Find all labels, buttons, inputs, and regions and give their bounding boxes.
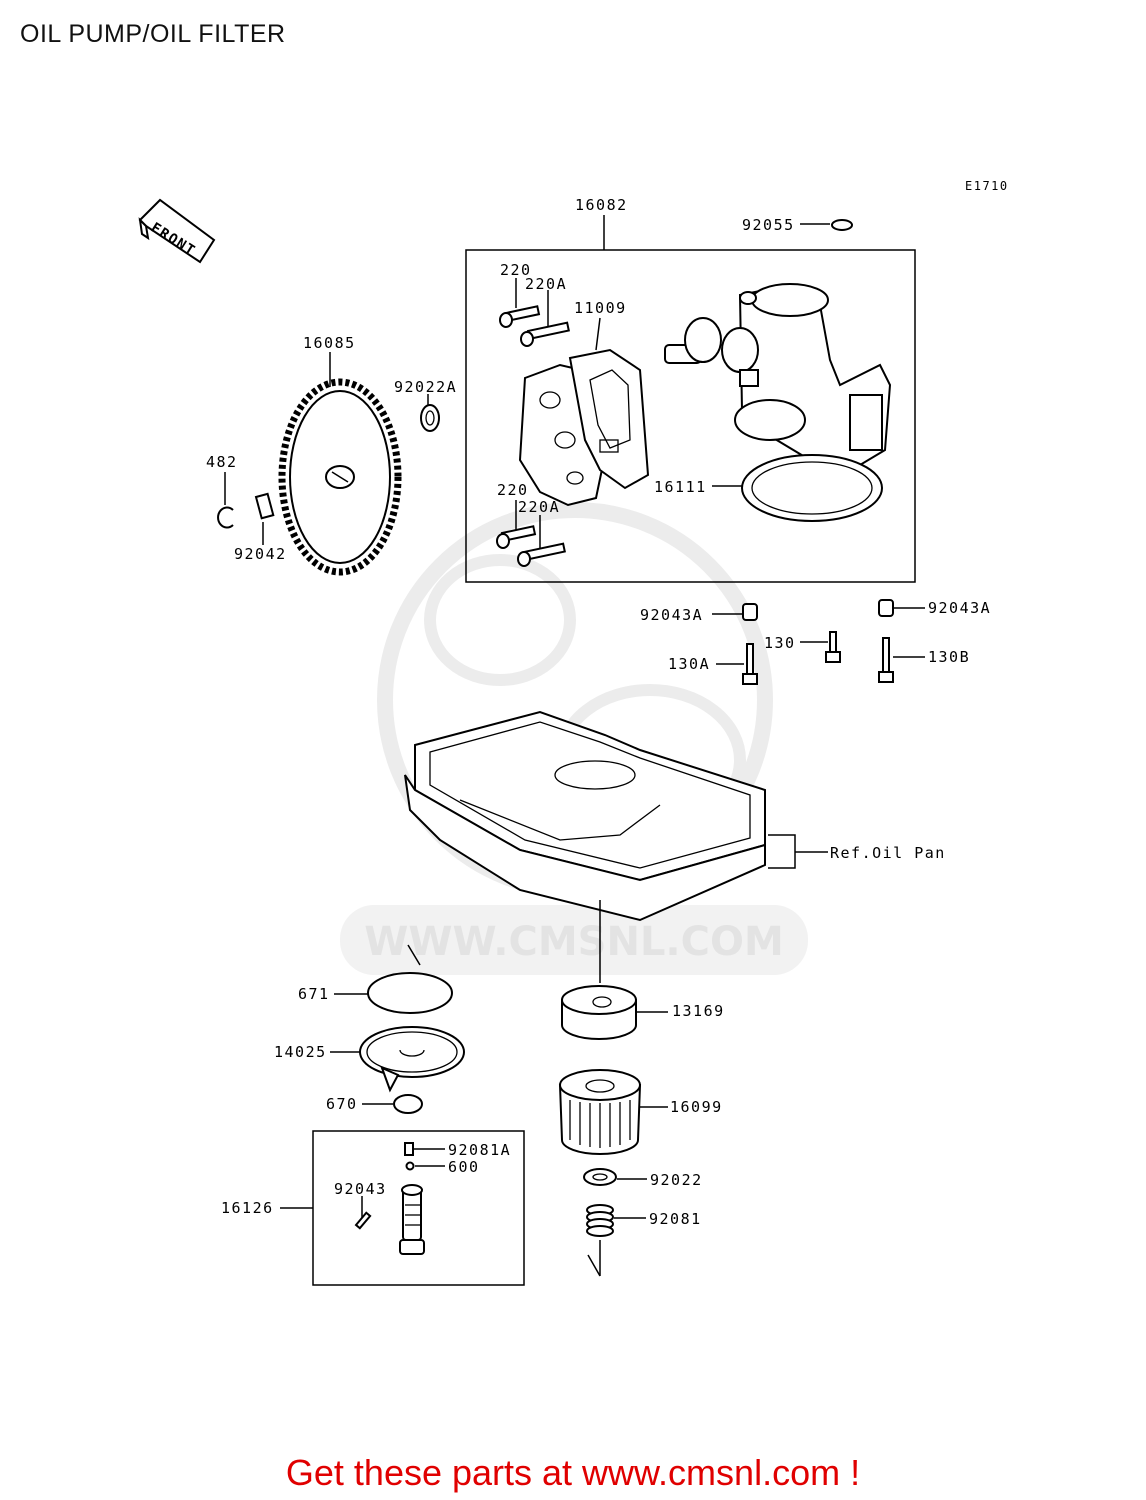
- callout-671: 671: [298, 985, 330, 1003]
- footer-link[interactable]: Get these parts at www.cmsnl.com !: [285, 1452, 861, 1493]
- callout-92043: 92043: [334, 1180, 387, 1198]
- callout-16085: 16085: [303, 334, 356, 352]
- diagram-code: E1710: [965, 179, 1009, 193]
- callout-482: 482: [206, 453, 238, 471]
- screws-top: [499, 278, 570, 347]
- callout-92043a-left: 92043A: [640, 606, 703, 624]
- callout-14025: 14025: [274, 1043, 327, 1061]
- callout-600: 600: [448, 1158, 480, 1176]
- washer-92055: [831, 219, 853, 231]
- page-title: OIL PUMP/OIL FILTER: [20, 20, 286, 48]
- oil-pump-assembly-frame: [465, 249, 916, 583]
- gear-16085: [278, 378, 402, 576]
- callout-ref-oil-pan: Ref.Oil Pan: [830, 844, 946, 862]
- callout-92081: 92081: [649, 1210, 702, 1228]
- callout-220-bottom: 220: [497, 481, 529, 499]
- callout-13169: 13169: [672, 1002, 725, 1020]
- o-ring-670: [393, 1094, 423, 1114]
- oil-pump-body: [734, 283, 892, 467]
- relief-valve-16126: [399, 1184, 425, 1255]
- callout-16126: 16126: [221, 1199, 274, 1217]
- spring-92081: [586, 1204, 614, 1237]
- watermark-text: WWW.CMSNL.COM: [364, 919, 784, 965]
- callout-130b: 130B: [928, 648, 970, 666]
- oil-seal-92022a: [420, 404, 440, 432]
- oil-pan: [404, 774, 766, 922]
- callout-92043a-right: 92043A: [928, 599, 991, 617]
- pin-92042: [254, 492, 275, 520]
- gasket-11009: [568, 348, 650, 490]
- circlip-482: [217, 506, 234, 529]
- o-ring-671: [367, 972, 453, 1014]
- callout-16111: 16111: [654, 478, 707, 496]
- filter-cover-14025: [359, 1026, 465, 1093]
- filter-spacer-13169: [561, 985, 637, 1040]
- callout-92055: 92055: [742, 216, 795, 234]
- callout-16082: 16082: [575, 196, 628, 214]
- washer-92022: [583, 1168, 617, 1186]
- callout-11009: 11009: [574, 299, 627, 317]
- callout-220-top: 220: [500, 261, 532, 279]
- callout-220a-top: 220A: [525, 275, 567, 293]
- callout-130: 130: [764, 634, 796, 652]
- oil-screen-16111: [741, 454, 883, 522]
- spring-92081a: [404, 1142, 414, 1156]
- callout-16099: 16099: [670, 1098, 723, 1116]
- ball-600: [405, 1161, 415, 1171]
- pin-92043: [354, 1211, 372, 1230]
- dowels-and-bolts: [712, 599, 925, 685]
- callout-92042: 92042: [234, 545, 287, 563]
- callout-220a-bottom: 220A: [518, 498, 560, 516]
- callout-670: 670: [326, 1095, 358, 1113]
- callout-92081a: 92081A: [448, 1141, 511, 1159]
- callout-92022: 92022: [650, 1171, 703, 1189]
- screws-bottom: [496, 500, 566, 567]
- pump-gears: [664, 317, 759, 387]
- callout-130a: 130A: [668, 655, 710, 673]
- callout-92022a: 92022A: [394, 378, 457, 396]
- oil-filter-16099: [558, 1069, 642, 1155]
- front-arrow-icon: FRONT: [138, 198, 216, 264]
